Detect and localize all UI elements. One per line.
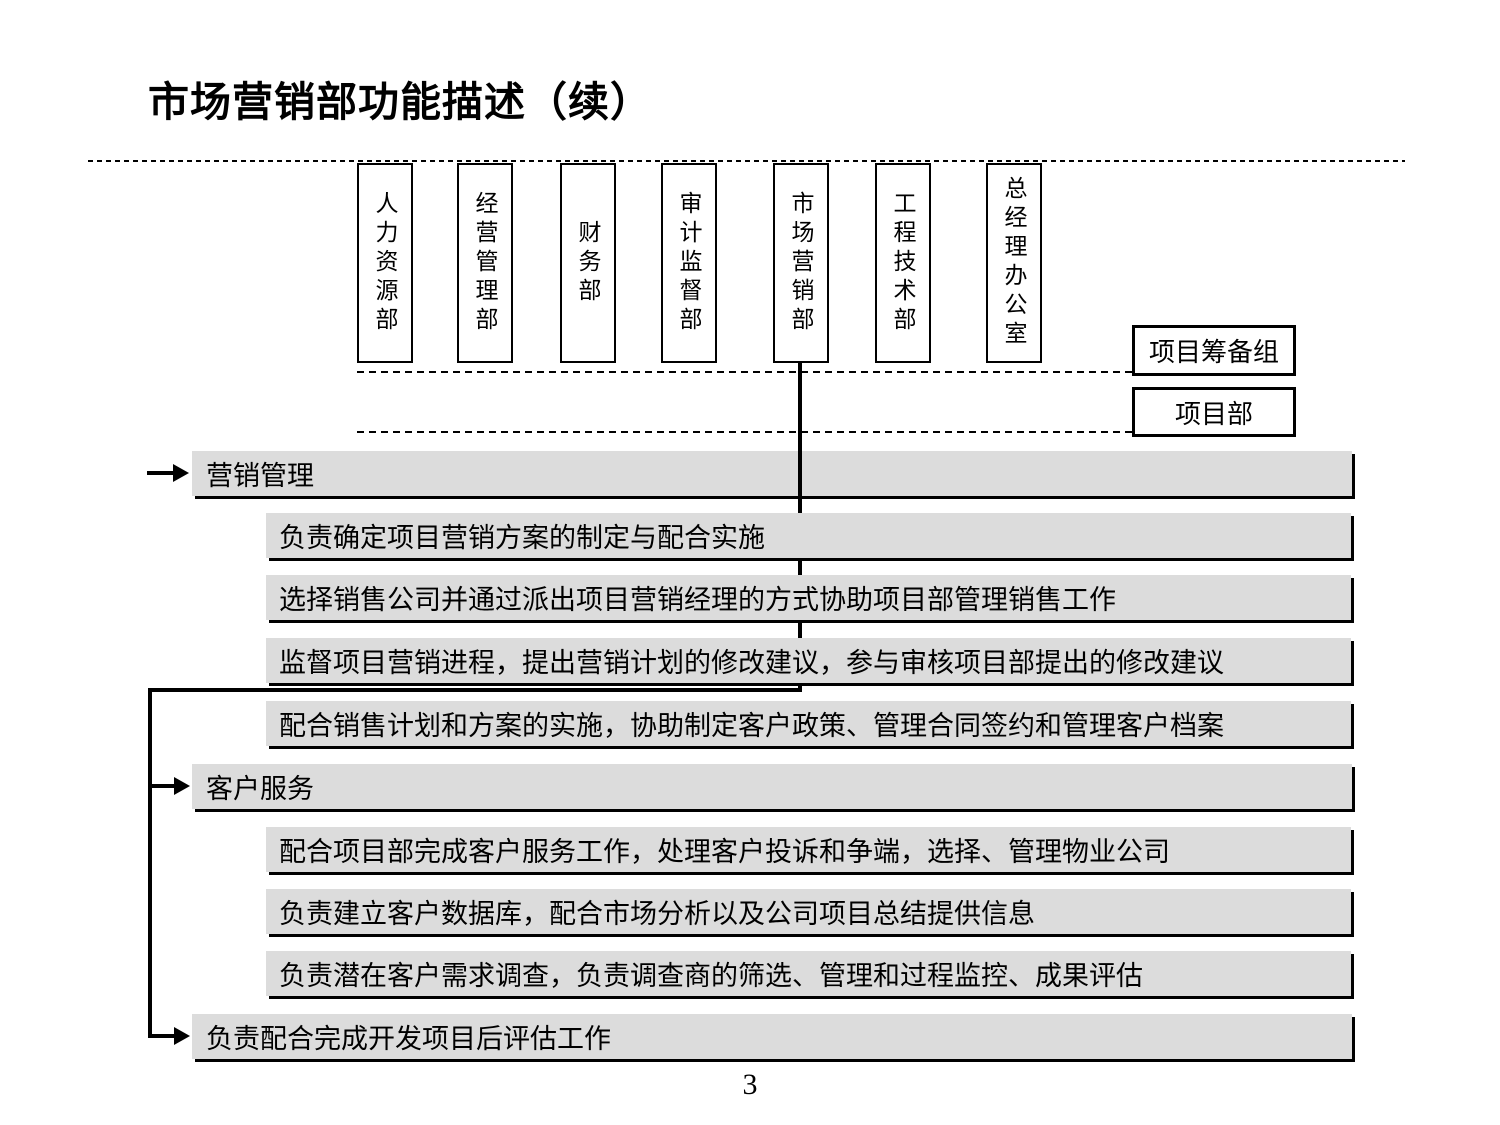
dept-box-gm-office: 总经理办公室 <box>986 163 1042 363</box>
connector-bracket-horizontal-line <box>148 688 802 692</box>
function-bar-label: 负责建立客户数据库，配合市场分析以及公司项目总结提供信息 <box>279 899 1035 929</box>
dept-label: 审计监督部 <box>676 190 702 336</box>
dept-label: 经营管理部 <box>472 190 498 336</box>
project-box-label: 项目筹备组 <box>1148 337 1279 367</box>
function-bar-label: 负责潜在客户需求调查，负责调查商的筛选、管理和过程监控、成果评估 <box>279 961 1143 991</box>
dept-box-audit: 审计监督部 <box>661 163 717 363</box>
dept-label: 总经理办公室 <box>1001 176 1027 350</box>
arrow-right-icon <box>147 464 189 482</box>
arrow-right-icon <box>150 777 192 795</box>
function-bar: 负责潜在客户需求调查，负责调查商的筛选、管理和过程监控、成果评估 <box>266 951 1351 996</box>
arrow-shaft <box>150 1034 176 1038</box>
function-bar-post-evaluation: 负责配合完成开发项目后评估工作 <box>192 1014 1352 1059</box>
arrow-right-icon <box>150 1027 192 1045</box>
dept-label: 人力资源部 <box>372 190 398 336</box>
function-bar-label: 客户服务 <box>206 774 314 804</box>
dept-label: 市场营销部 <box>788 190 814 336</box>
divider-dashed-lower <box>357 431 1132 433</box>
function-bar-label: 负责配合完成开发项目后评估工作 <box>206 1024 611 1054</box>
divider-dashed-middle <box>357 371 1132 373</box>
arrow-shaft <box>150 784 176 788</box>
dept-label: 工程技术部 <box>890 190 916 336</box>
function-bar-label: 营销管理 <box>206 461 314 491</box>
function-bar: 配合销售计划和方案的实施，协助制定客户政策、管理合同签约和管理客户档案 <box>266 701 1351 746</box>
page-title: 市场营销部功能描述（续） <box>148 79 652 125</box>
function-bar-marketing-management: 营销管理 <box>192 451 1352 496</box>
arrow-shaft <box>147 471 175 475</box>
function-bar: 监督项目营销进程，提出营销计划的修改建议，参与审核项目部提出的修改建议 <box>266 638 1351 683</box>
dept-label: 财务部 <box>575 219 601 307</box>
project-box-label: 项目部 <box>1174 398 1253 429</box>
project-prep-group-box: 项目筹备组 <box>1132 325 1296 376</box>
project-dept-box: 项目部 <box>1132 387 1296 437</box>
function-bar-label: 选择销售公司并通过派出项目营销经理的方式协助项目部管理销售工作 <box>279 585 1116 615</box>
function-bar-label: 监督项目营销进程，提出营销计划的修改建议，参与审核项目部提出的修改建议 <box>279 648 1224 678</box>
page-number: 3 <box>742 1068 758 1101</box>
function-bar: 负责确定项目营销方案的制定与配合实施 <box>266 513 1351 558</box>
dept-box-engineering: 工程技术部 <box>875 163 931 363</box>
function-bar-label: 配合项目部完成客户服务工作，处理客户投诉和争端，选择、管理物业公司 <box>279 837 1170 867</box>
dept-box-marketing: 市场营销部 <box>773 163 829 363</box>
function-bar-label: 配合销售计划和方案的实施，协助制定客户政策、管理合同签约和管理客户档案 <box>279 711 1224 741</box>
dept-box-hr: 人力资源部 <box>357 163 413 363</box>
arrow-head <box>174 777 190 795</box>
function-bar: 负责建立客户数据库，配合市场分析以及公司项目总结提供信息 <box>266 889 1351 934</box>
function-bar: 配合项目部完成客户服务工作，处理客户投诉和争端，选择、管理物业公司 <box>266 827 1351 872</box>
arrow-head <box>174 1027 190 1045</box>
divider-dashed-top <box>88 160 1405 162</box>
dept-box-finance: 财务部 <box>560 163 616 363</box>
arrow-head <box>173 464 189 482</box>
function-bar-label: 负责确定项目营销方案的制定与配合实施 <box>279 523 765 553</box>
function-bar: 选择销售公司并通过派出项目营销经理的方式协助项目部管理销售工作 <box>266 575 1351 620</box>
dept-box-operations: 经营管理部 <box>457 163 513 363</box>
connector-bracket-vertical-line <box>148 688 152 1038</box>
function-bar-customer-service: 客户服务 <box>192 764 1352 809</box>
